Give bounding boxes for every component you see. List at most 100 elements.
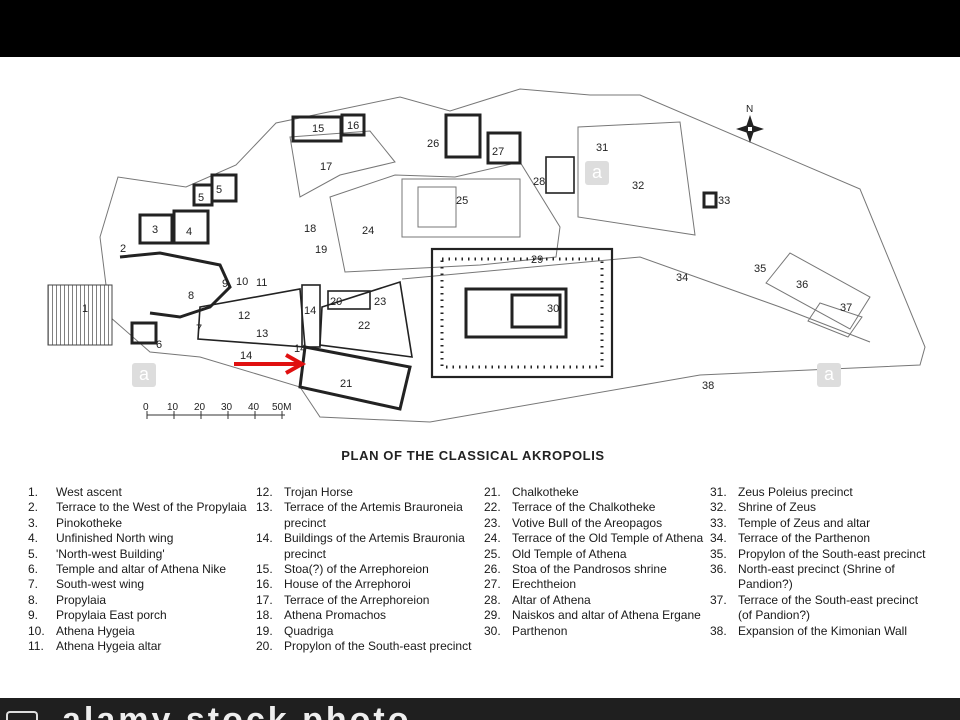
legend-text: West ascent xyxy=(56,485,122,499)
chalkotheke-terrace xyxy=(319,280,413,358)
watermark-icon: a xyxy=(817,363,841,387)
parthenon-cella xyxy=(464,287,568,339)
zeus-precinct xyxy=(577,121,696,236)
map-label-16: 16 xyxy=(347,120,359,132)
legend-item: 34. Terrace of the Parthenon xyxy=(710,531,932,546)
altar-28 xyxy=(545,156,575,194)
brauronia-stoa xyxy=(197,288,306,348)
legend-item: 7.South-west wing xyxy=(28,577,250,592)
legend-item: 2.Terrace to the West of the Propylaia xyxy=(28,500,250,515)
map-label-1: 1 xyxy=(82,303,88,315)
brauronia-wing xyxy=(301,284,321,348)
scale-tick-40: 40 xyxy=(248,402,260,413)
scale-tick-20: 20 xyxy=(194,402,206,413)
legend-item: 23.Votive Bull of the Areopagos xyxy=(484,516,706,531)
legend-text: Naiskos and altar of Athena Ergane xyxy=(512,608,701,623)
scale-tick-30: 30 xyxy=(221,402,233,413)
legend-text: Unfinished North wing xyxy=(56,531,174,546)
legend-text: Terrace of the Parthenon xyxy=(738,531,871,546)
map-label-35: 35 xyxy=(754,263,766,275)
legend-item: 31. Zeus Poleius precinct xyxy=(710,485,932,500)
map-sheet: N 0 10 20 30 40 50M 1 2 xyxy=(0,57,960,698)
legend-item: 19.Quadriga xyxy=(256,624,478,639)
legend-text: Athena Promachos xyxy=(284,608,387,623)
legend-text: Buildings of the Artemis Brauronia preci… xyxy=(284,531,465,561)
legend-number: 31. xyxy=(710,485,727,499)
bottom-bar: alamy stock photo xyxy=(0,698,960,720)
map-label-26: 26 xyxy=(427,138,439,150)
legend-item: 26.Stoa of the Pandrosos shrine xyxy=(484,562,706,577)
legend-text: Trojan Horse xyxy=(284,485,353,499)
legend-text: Quadriga xyxy=(284,623,334,638)
erechtheion xyxy=(486,131,522,165)
kimonian-wall xyxy=(401,256,871,343)
parthenon-colonnade xyxy=(440,257,604,369)
map-label-28: 28 xyxy=(533,176,545,188)
map-label-14a: 14 xyxy=(240,350,252,362)
legend-item: 5.'North-west Building' xyxy=(28,547,250,562)
old-temple-cella xyxy=(417,186,457,228)
legend-item: 29.Naiskos and altar of Athena Ergane xyxy=(484,608,706,623)
legend-text: House of the Arrephoroi xyxy=(284,577,411,592)
legend-text: Terrace of the South-east precinct (of P… xyxy=(738,592,919,623)
map-label-9: 9 xyxy=(222,278,228,290)
legend-number: 28. xyxy=(484,592,501,607)
legend-item: 32.Shrine of Zeus xyxy=(710,500,932,515)
map-label-14b: 14 xyxy=(304,305,316,317)
legend-item: 27.Erechtheion xyxy=(484,577,706,592)
legend-number: 22. xyxy=(484,500,501,515)
se-propylon xyxy=(327,290,371,310)
annotation-arrow xyxy=(234,353,307,375)
legend-text: Stoa(?) of the Arrephoreion xyxy=(284,562,429,577)
legend-number: 15. xyxy=(256,562,273,577)
legend-item: 21.Chalkotheke xyxy=(484,485,706,500)
legend-text: Pinokotheke xyxy=(56,515,123,530)
pinakotheke xyxy=(138,213,174,245)
legend-text: North-east precinct (Shrine of Pandion?) xyxy=(738,562,895,592)
plan-title: PLAN OF THE CLASSICAL AKROPOLIS xyxy=(341,448,605,463)
legend-number: 13. xyxy=(256,500,273,515)
legend-text: Expansion of the Kimonian Wall xyxy=(738,623,907,638)
legend-text: Old Temple of Athena xyxy=(512,546,627,561)
legend-item: 9.Propylaia East porch xyxy=(28,608,250,623)
legend-item: 18.Athena Promachos xyxy=(256,608,478,623)
legend-item: 33.Temple of Zeus and altar xyxy=(710,516,932,531)
ne-precinct xyxy=(765,252,871,330)
legend-number: 7. xyxy=(28,577,39,592)
legend-text: Athena Hygeia xyxy=(56,623,135,638)
legend-number: 32. xyxy=(710,500,727,515)
legend-item: 24.Terrace of the Old Temple of Athena xyxy=(484,531,706,546)
legend-text: Terrace of the Old Temple of Athena xyxy=(512,531,704,546)
legend-number: 34. xyxy=(710,531,727,546)
legend-item: 36.North-east precinct (Shrine of Pandio… xyxy=(710,562,932,593)
map-label-15: 15 xyxy=(312,123,324,135)
map-label-21: 21 xyxy=(340,378,352,390)
chalkotheke xyxy=(298,345,412,411)
north-wing xyxy=(172,209,210,245)
legend-item: 16.House of the Arrephoroi xyxy=(256,577,478,592)
legend-item: 6.Temple and altar of Athena Nike xyxy=(28,562,250,577)
legend-item: 28.Altar of Athena xyxy=(484,593,706,608)
map-number-labels: 1 2 3 4 5 5 6 7 8 9 10 11 12 13 14 14 14… xyxy=(82,120,852,392)
propylaia-walls xyxy=(119,251,232,319)
map-label-13: 13 xyxy=(256,328,268,340)
map-label-34: 34 xyxy=(676,272,688,284)
map-label-3: 3 xyxy=(152,224,158,236)
legend-number: 35. xyxy=(710,546,727,561)
map-label-29: 29 xyxy=(531,254,543,266)
scale-bar: 0 10 20 30 40 50M xyxy=(143,402,291,419)
legend-text: Zeus Poleius precinct xyxy=(738,485,853,499)
map-label-30: 30 xyxy=(547,303,559,315)
scale-tick-10: 10 xyxy=(167,402,179,413)
legend-item: 20.Propylon of the South-east precinct xyxy=(256,639,478,654)
legend-item: 35.Propylon of the South-east precinct xyxy=(710,547,932,562)
map-label-33: 33 xyxy=(718,195,730,207)
legend-text: Votive Bull of the Areopagos xyxy=(512,515,663,530)
legend-item: 30.Parthenon xyxy=(484,624,706,639)
map-label-25: 25 xyxy=(456,195,468,207)
legend-text: Parthenon xyxy=(512,623,568,638)
legend-text: Terrace of the Chalkotheke xyxy=(512,500,656,515)
